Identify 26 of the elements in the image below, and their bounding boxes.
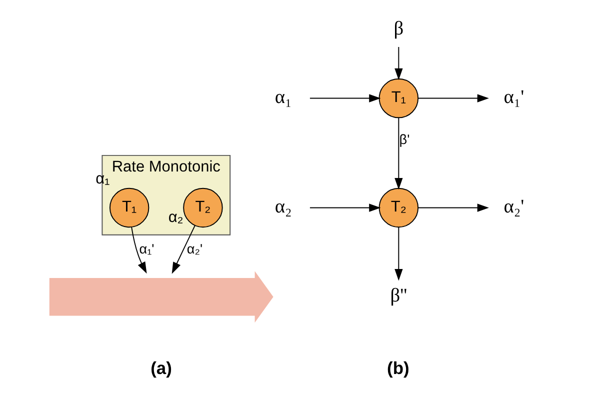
arrow — [131, 226, 147, 274]
edge-label: α₁' — [139, 241, 154, 256]
node-text: β — [394, 18, 404, 40]
node-circle: T₂ — [183, 188, 223, 228]
node-text: α₂ — [274, 196, 292, 218]
edge-label: β' — [399, 132, 410, 147]
arrow — [172, 225, 196, 274]
node-text: α₁' — [504, 87, 524, 108]
arrow — [418, 94, 489, 102]
node-circle: T₁ — [378, 78, 419, 118]
arrow — [394, 46, 403, 80]
label: (a) — [150, 358, 172, 378]
node-text: α₂' — [504, 196, 524, 218]
edge-label: α₂' — [186, 241, 203, 256]
arrow — [309, 204, 381, 212]
node-text: α₁ — [274, 87, 292, 108]
arrow — [394, 117, 403, 190]
node-circle: T₂ — [378, 188, 419, 228]
arrow — [309, 94, 381, 102]
node-circle: T₁ — [109, 188, 150, 228]
node-label: α₂ — [168, 209, 184, 226]
label: (b) — [387, 358, 410, 378]
arrow — [394, 226, 403, 281]
node-arrow — [49, 271, 274, 323]
arrow — [418, 204, 489, 212]
node-text: β'' — [390, 286, 408, 307]
